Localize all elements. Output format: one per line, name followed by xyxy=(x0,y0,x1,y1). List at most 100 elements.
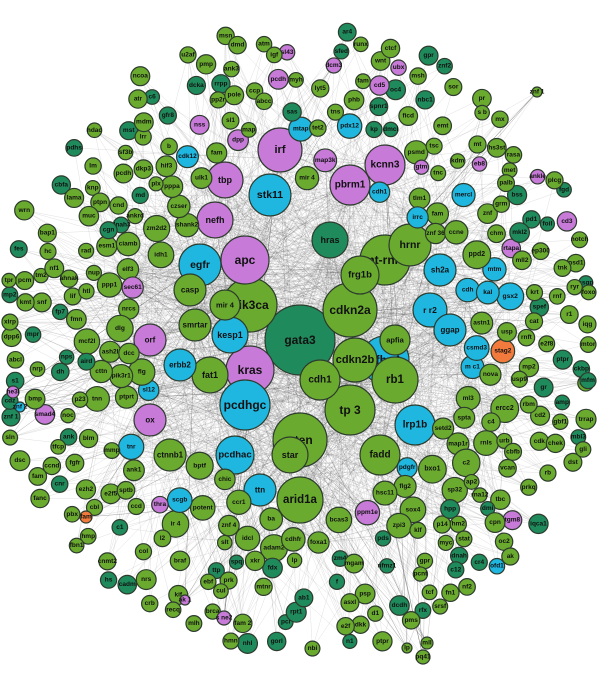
gene-node[interactable]: rbm xyxy=(519,395,538,414)
gene-node[interactable]: ccne xyxy=(443,219,469,245)
gene-node[interactable]: ttp xyxy=(207,562,225,580)
gene-node[interactable]: plcg xyxy=(545,171,564,190)
gene-node[interactable]: bss xyxy=(506,184,528,206)
gene-node[interactable]: pd1 xyxy=(522,210,541,229)
gene-node[interactable]: e2f5 xyxy=(100,483,122,505)
gene-node[interactable]: ptpr xyxy=(552,349,573,370)
gene-node[interactable]: tsc xyxy=(425,137,443,155)
gene-node[interactable]: pbrm1 xyxy=(329,164,371,206)
gene-node[interactable]: fam xyxy=(425,202,450,226)
gene-node[interactable]: rasa xyxy=(504,146,523,164)
gene-node[interactable]: pole xyxy=(224,85,245,106)
gene-node[interactable]: col xyxy=(134,543,153,561)
gene-node[interactable]: gata3 xyxy=(264,304,336,376)
gene-node[interactable]: ryr xyxy=(566,278,583,296)
gene-node[interactable]: frg1b xyxy=(340,255,380,295)
gene-node[interactable]: ofd1 xyxy=(488,557,506,575)
gene-node[interactable]: c2 xyxy=(451,448,481,478)
gene-node[interactable]: tp 3 xyxy=(324,384,376,436)
gene-node[interactable]: ash2l xyxy=(99,340,122,363)
gene-node[interactable]: tcf xyxy=(421,584,438,601)
gene-node[interactable]: ba xyxy=(259,507,284,532)
gene-node[interactable]: cbfb xyxy=(503,442,523,461)
gene-node[interactable]: amp xyxy=(554,394,571,411)
gene-node[interactable]: s b xyxy=(474,104,491,121)
gene-node[interactable]: znf xyxy=(477,203,498,225)
gene-node[interactable]: fadd xyxy=(359,434,401,476)
gene-node[interactable]: ank1 xyxy=(122,459,145,482)
gene-node[interactable]: sptb xyxy=(116,480,136,500)
gene-node[interactable]: idcl xyxy=(234,525,261,552)
gene-node[interactable]: czser xyxy=(167,194,191,219)
gene-node[interactable]: hs3st xyxy=(486,137,507,158)
gene-node[interactable]: cd5 xyxy=(369,75,390,96)
gene-node[interactable]: plx xyxy=(148,176,164,192)
gene-node[interactable]: tbp xyxy=(206,161,244,199)
gene-node[interactable]: thra xyxy=(151,495,169,514)
gene-node[interactable]: atm xyxy=(255,35,273,53)
gene-node[interactable]: mcf2l xyxy=(73,328,101,355)
gene-node[interactable]: mt xyxy=(468,135,487,154)
gene-node[interactable]: map xyxy=(240,121,257,138)
gene-node[interactable]: erbb2 xyxy=(163,348,197,382)
gene-node[interactable]: fam xyxy=(206,142,228,164)
gene-node[interactable]: c1 xyxy=(111,518,129,536)
gene-node[interactable]: ctcf xyxy=(380,38,401,59)
gene-node[interactable]: l2 xyxy=(153,529,172,548)
gene-node[interactable]: xirp xyxy=(1,313,19,331)
gene-node[interactable]: irrc xyxy=(406,206,429,229)
gene-node[interactable]: dh xyxy=(50,362,70,382)
gene-node[interactable]: usp xyxy=(496,322,517,343)
gene-node[interactable]: e2f xyxy=(336,616,355,636)
gene-node[interactable]: cbl xyxy=(85,498,104,517)
gene-node[interactable]: cdh xyxy=(455,277,481,303)
gene-node[interactable]: sas xyxy=(282,102,302,122)
gene-node[interactable]: cdh1 xyxy=(299,359,341,401)
gene-node[interactable]: shank2 xyxy=(174,212,200,238)
gene-node[interactable]: ttn xyxy=(243,473,277,507)
gene-node[interactable]: pcm xyxy=(15,271,35,291)
gene-node[interactable]: kdm xyxy=(449,153,466,169)
gene-node[interactable]: abcc xyxy=(255,92,273,111)
gene-node[interactable]: scgb xyxy=(166,487,193,514)
gene-node[interactable]: nefh xyxy=(196,201,234,239)
gene-node[interactable]: cat xyxy=(524,312,544,331)
gene-node[interactable]: dcka xyxy=(186,75,207,96)
gene-node[interactable]: mercl xyxy=(451,182,476,208)
gene-node[interactable]: trrap xyxy=(575,408,597,430)
gene-node[interactable]: cpn xyxy=(484,512,506,534)
gene-node[interactable]: rpt1 xyxy=(285,601,307,623)
gene-node[interactable]: gpr xyxy=(416,552,434,570)
gene-node[interactable]: mtnr xyxy=(254,577,273,597)
gene-node[interactable]: pcnt xyxy=(412,566,429,582)
gene-node[interactable]: pds xyxy=(374,530,392,547)
gene-node[interactable]: stag2 xyxy=(490,338,516,364)
gene-node[interactable]: bmp xyxy=(24,388,46,410)
gene-node[interactable]: orf xyxy=(133,323,167,357)
gene-node[interactable]: fgfr xyxy=(65,453,85,473)
gene-node[interactable]: tnn xyxy=(84,385,111,412)
gene-node[interactable]: rna12 xyxy=(471,487,489,503)
gene-node[interactable]: ppd2 xyxy=(462,240,492,270)
gene-node[interactable]: nrs xyxy=(135,569,157,591)
gene-node[interactable]: cnr xyxy=(50,475,69,493)
gene-node[interactable]: cdk xyxy=(529,431,549,451)
gene-node[interactable]: muc xyxy=(78,205,100,227)
gene-node[interactable]: fam xyxy=(79,510,93,524)
gene-node[interactable]: rnf xyxy=(548,287,566,305)
gene-node[interactable]: mtm xyxy=(482,257,507,282)
gene-node[interactable]: tet2 xyxy=(309,119,327,137)
gene-node[interactable]: mgam xyxy=(344,553,365,574)
gene-node[interactable]: znf2 xyxy=(436,57,453,75)
gene-node[interactable]: lyt5 xyxy=(311,79,330,98)
gene-node[interactable]: emt xyxy=(433,116,453,136)
gene-node[interactable]: kmt xyxy=(16,293,35,312)
gene-node[interactable]: pcdh xyxy=(267,68,289,90)
gene-node[interactable]: gorl xyxy=(266,631,287,652)
gene-node[interactable]: nfmz1 xyxy=(377,558,397,574)
gene-node[interactable]: sln xyxy=(2,429,19,446)
gene-node[interactable]: prkq xyxy=(520,478,538,496)
gene-node[interactable]: cd3 xyxy=(556,211,578,232)
gene-node[interactable]: smad4 xyxy=(34,404,56,425)
gene-node[interactable]: cdhfr xyxy=(280,527,306,552)
